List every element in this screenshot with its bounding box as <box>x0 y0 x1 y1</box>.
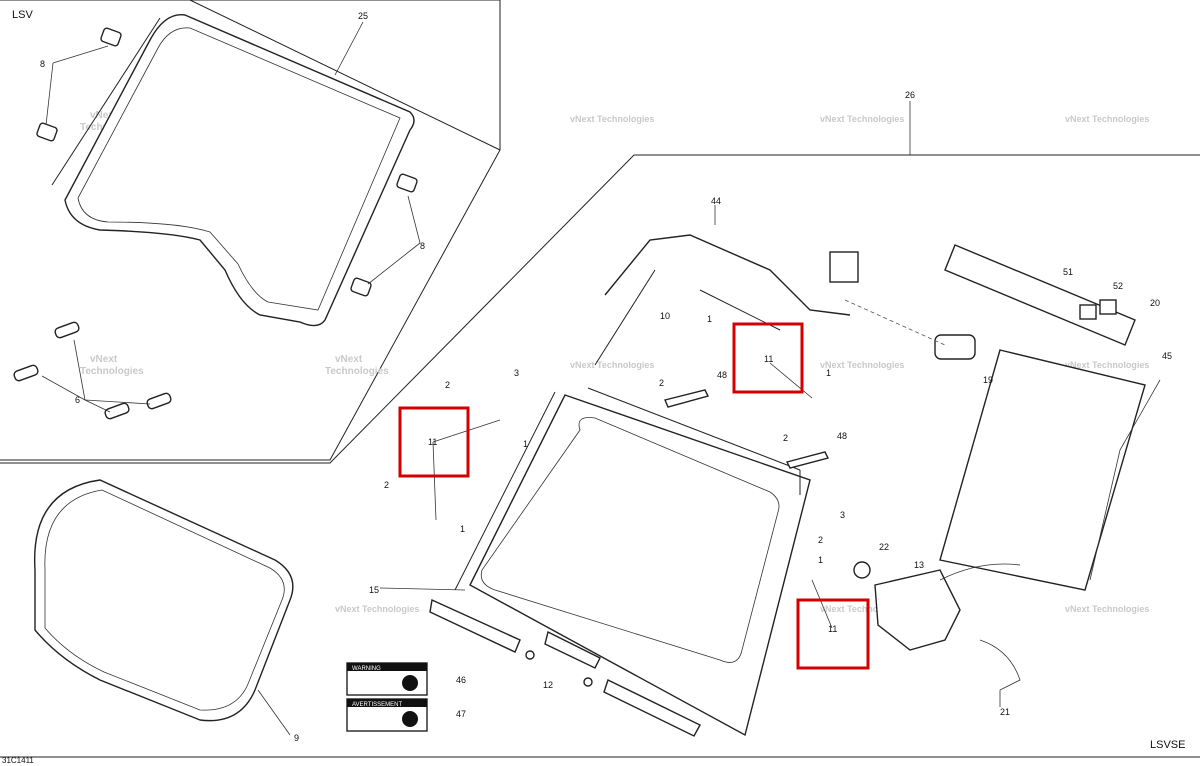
label-lsv: LSV <box>12 9 33 21</box>
main-frame-15 <box>454 387 811 737</box>
callout-52: 52 <box>1113 281 1123 291</box>
part-51 <box>1079 304 1097 320</box>
highlight-box-2 <box>732 322 804 394</box>
corner-labels: LSV LSVSE 31C1411 <box>2 9 1185 765</box>
wiper-blade <box>594 269 656 366</box>
watermark: vNext Technologies <box>570 360 654 370</box>
highlight-box-3 <box>796 598 870 670</box>
callout-12: 12 <box>543 680 553 690</box>
callout-2: 2 <box>659 378 664 388</box>
callout-10: 10 <box>660 311 670 321</box>
callout-8: 8 <box>40 59 45 69</box>
frame-strip-3a <box>454 391 556 591</box>
callout-21: 21 <box>1000 707 1010 717</box>
watermark: vNext Technologies <box>820 360 904 370</box>
callout-3: 3 <box>514 368 519 378</box>
drawing-code: 31C1411 <box>2 756 34 765</box>
lsv-panel-diagonal <box>189 0 501 151</box>
callout-25: 25 <box>358 11 368 21</box>
watermark: vNext Technologies <box>1065 360 1149 370</box>
callout-47: 47 <box>456 709 466 719</box>
bottom-seals-12 <box>429 598 701 737</box>
callout-1: 1 <box>818 555 823 565</box>
clip <box>396 173 418 193</box>
housing-20 <box>944 244 1136 346</box>
part-52 <box>1099 299 1117 315</box>
watermark: vNext <box>90 354 118 365</box>
dashed-leader <box>844 299 946 346</box>
clip <box>36 122 58 142</box>
callout-11: 11 <box>428 437 437 447</box>
callout-46: 46 <box>456 675 466 685</box>
label-lsvse: LSVSE <box>1150 739 1185 751</box>
decal-header <box>347 663 427 671</box>
decal-46-pictogram <box>402 675 418 691</box>
watermark: vNext Technologies <box>1065 604 1149 614</box>
watermark: vNext <box>90 110 118 121</box>
decal-47: AVERTISSEMENT <box>346 698 428 732</box>
highlight-box-1 <box>398 406 470 478</box>
callout-45: 45 <box>1162 351 1172 361</box>
clip <box>350 277 372 297</box>
watermark: Technologies <box>80 366 144 377</box>
watermark: vNext Technologies <box>570 114 654 124</box>
callout-11: 11 <box>764 354 773 364</box>
callout-1: 1 <box>460 524 465 534</box>
callout-51: 51 <box>1063 267 1073 277</box>
callout-numbers: 25 26 8 8 6 9 44 10 11 11 11 21 1 1 1 1 … <box>40 11 1172 743</box>
watermark: vNext Technologies <box>1065 114 1149 124</box>
clip <box>100 27 122 47</box>
callout-48: 48 <box>837 431 847 441</box>
brackets-48 <box>664 389 830 469</box>
leader-lines <box>334 21 1001 707</box>
watermark: Technologies <box>325 366 389 377</box>
callout-2: 2 <box>783 433 788 443</box>
motor-19 <box>934 334 976 360</box>
decal-46-title: WARNING <box>352 666 381 672</box>
decal-47-title: AVERTISSEMENT <box>352 702 402 708</box>
callout-11: 11 <box>828 624 837 634</box>
lsv-seal-strip <box>51 17 161 186</box>
harness-45 <box>939 349 1161 591</box>
callout-6: 6 <box>75 395 80 405</box>
callout-1: 1 <box>523 439 528 449</box>
callout-13: 13 <box>914 560 924 570</box>
decal-46: WARNING <box>346 662 428 696</box>
callout-2: 2 <box>818 535 823 545</box>
callout-3: 3 <box>840 510 845 520</box>
wire-21 <box>939 563 1021 691</box>
decal-47-pictogram <box>402 711 418 727</box>
callout-9: 9 <box>294 733 299 743</box>
callout-20: 20 <box>1150 298 1160 308</box>
lsvse-panel-frame <box>0 154 1200 464</box>
wiper-bracket <box>829 251 859 283</box>
callout-1: 1 <box>826 368 831 378</box>
wiper-assembly-44 <box>594 205 859 366</box>
highlights <box>398 322 870 670</box>
watermark: vNext Technologies <box>820 604 904 614</box>
seal-9 <box>33 479 294 736</box>
watermark: vNext Technologies <box>335 604 419 614</box>
callout-2: 2 <box>445 380 450 390</box>
callout-44: 44 <box>711 196 721 206</box>
watermark: vNext <box>335 354 363 365</box>
callout-19: 19 <box>983 375 993 385</box>
callout-48: 48 <box>717 370 727 380</box>
clips-8 <box>36 27 421 297</box>
lsv-windshield-25 <box>51 14 415 327</box>
watermark: vNext Technologies <box>820 114 904 124</box>
pads-6 <box>13 321 172 420</box>
washer-tank-13 <box>853 561 961 651</box>
callout-26: 26 <box>905 90 915 100</box>
callout-2: 2 <box>384 480 389 490</box>
callout-15: 15 <box>369 585 379 595</box>
callout-8: 8 <box>420 241 425 251</box>
callout-22: 22 <box>879 542 889 552</box>
cap-22 <box>853 561 871 579</box>
callout-1: 1 <box>707 314 712 324</box>
